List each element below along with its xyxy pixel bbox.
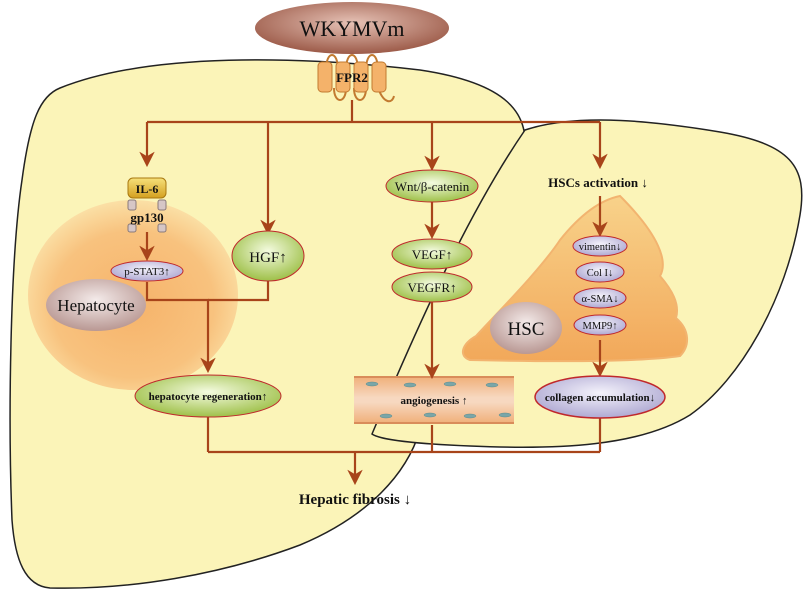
asma-node	[573, 287, 627, 309]
gp130-label: gp130	[130, 210, 163, 225]
il6-ligand	[127, 177, 167, 199]
hepatocyte-nucleus	[46, 279, 146, 331]
vegf-label: VEGF↑	[412, 247, 452, 262]
hgf-label: HGF↑	[249, 250, 287, 266]
wnt-label: Wnt/β-catenin	[395, 179, 470, 194]
hsc-activation-label: HSCs activation ↓	[548, 175, 648, 190]
hsc-nucleus	[490, 302, 562, 354]
vegfr-label: VEGFR↑	[407, 280, 456, 295]
fpr2-label: FPR2	[336, 70, 368, 85]
fpr2-receptor	[317, 54, 395, 103]
hepatocyte-label: Hepatocyte	[57, 296, 134, 315]
hsc-label: HSC	[508, 319, 545, 340]
gp130-receptor	[127, 199, 167, 233]
wkymvm-ligand	[255, 2, 449, 54]
hepatocyte-regeneration-node	[134, 374, 282, 418]
hgf-node	[231, 230, 305, 282]
vimentin-label: vimentin↓	[579, 242, 622, 253]
mmp9-label: MMP9↑	[582, 321, 617, 332]
wnt-node	[385, 169, 479, 203]
hepatocyte-regeneration-label: hepatocyte regeneration↑	[149, 391, 268, 403]
pstat3-label: p-STAT3↑	[124, 266, 170, 278]
angiogenesis-label: angiogenesis ↑	[401, 395, 468, 407]
mmp9-node	[573, 314, 627, 336]
asma-label: α-SMA↓	[581, 294, 618, 305]
col1-label: Col I↓	[587, 268, 614, 279]
hepatic-fibrosis-label: Hepatic fibrosis ↓	[299, 492, 411, 508]
vegfr-node	[391, 271, 473, 303]
il6-label: IL-6	[136, 182, 159, 196]
vegf-node	[391, 238, 473, 270]
col1-node	[575, 261, 625, 283]
wkymvm-label: WKYMVm	[299, 16, 404, 41]
collagen-accumulation-label: collagen accumulation↓	[545, 392, 655, 404]
collagen-accumulation-node	[534, 375, 666, 419]
pstat3-node	[110, 260, 184, 282]
vimentin-node	[572, 235, 628, 257]
pathway-arrows	[139, 100, 608, 486]
